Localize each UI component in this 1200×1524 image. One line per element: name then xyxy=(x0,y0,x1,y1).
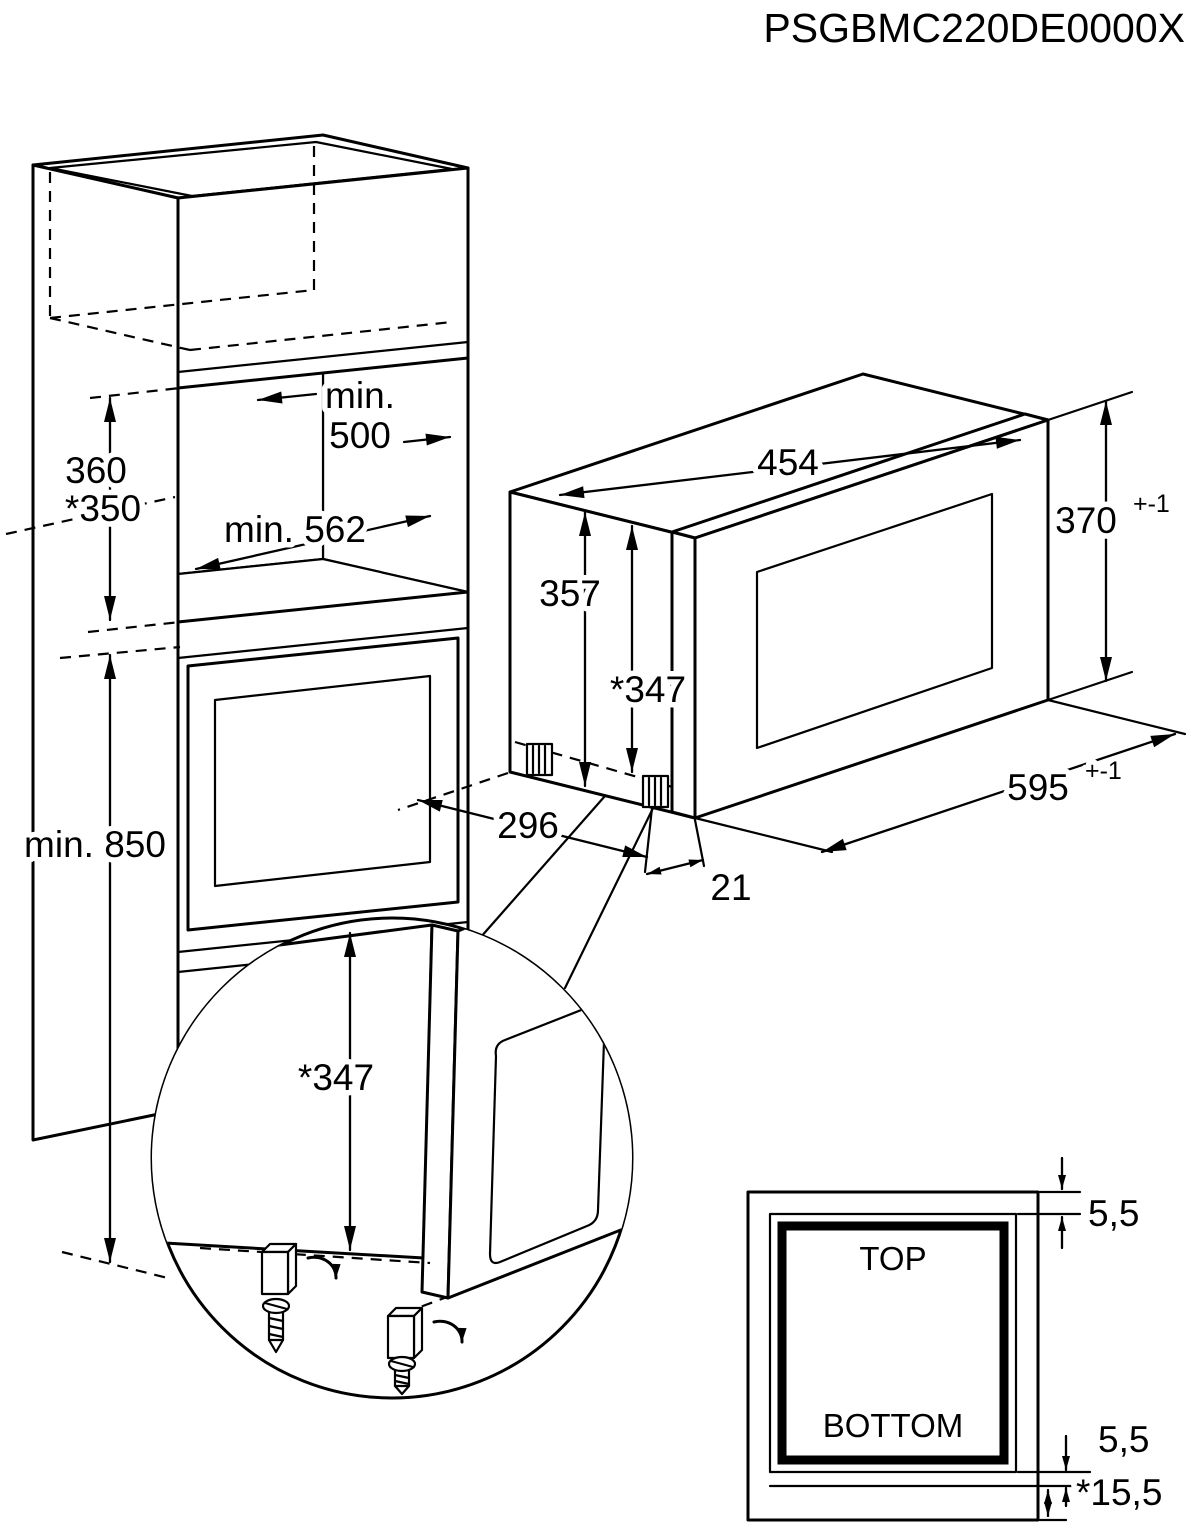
niche-opening xyxy=(176,356,470,624)
screw-icon xyxy=(387,1355,417,1396)
microwave-feet xyxy=(514,740,677,809)
floor-clearance-value: min. 850 xyxy=(24,824,166,865)
detail-height-adjusted-value: *347 xyxy=(298,1057,374,1098)
mounting-detail-circle: *347 xyxy=(150,916,634,1400)
cabinet-top-opening-rim xyxy=(48,140,454,198)
body-height-adjusted-value: *347 xyxy=(610,669,686,710)
front-view-appliance-outline xyxy=(768,1212,1018,1474)
rotation-arrow-icon xyxy=(432,1319,467,1344)
microwave-dimensions: 454 357 *347 370 +-1 595 +-1 296 21 xyxy=(397,390,1187,914)
door-height-tolerance: +-1 xyxy=(1133,490,1170,518)
niche-height-adjusted-value: *350 xyxy=(65,488,141,529)
front-band-line xyxy=(176,340,470,374)
front-view-bottom-gap-adjusted-value: *15,5 xyxy=(1076,1472,1162,1513)
detail-door-window xyxy=(488,1002,607,1265)
body-width-value: 454 xyxy=(757,442,819,483)
niche-width-label: min. xyxy=(325,375,395,416)
fixing-block-left xyxy=(260,1242,298,1296)
door-width-tolerance: +-1 xyxy=(1085,757,1122,785)
niche-depth-value: min. 562 xyxy=(224,509,366,550)
model-code-title: PSGBMC220DE0000X xyxy=(763,5,1185,51)
front-view-top-gap-value: 5,5 xyxy=(1088,1193,1139,1234)
body-height-value: 357 xyxy=(539,573,601,614)
rotation-arrow-icon xyxy=(306,1255,341,1280)
feet-offset-value: 21 xyxy=(710,867,751,908)
cabinet-dimensions: min. 500 min. 562 360 *350 min. 850 xyxy=(5,370,452,1281)
cabinet-hidden-compartment xyxy=(48,146,453,352)
oven-door-window xyxy=(213,674,432,888)
niche-width-value: 500 xyxy=(329,415,391,456)
screw-icon xyxy=(261,1297,291,1354)
niche-height-value: 360 xyxy=(65,450,127,491)
front-view-door-frame xyxy=(777,1221,1009,1465)
door-width-value: 595 xyxy=(1007,767,1069,808)
door-height-value: 370 xyxy=(1055,500,1117,541)
fixing-block-right xyxy=(386,1306,424,1360)
front-view-bottom-gap-value: 5,5 xyxy=(1098,1419,1149,1460)
front-view-drawing: TOP BOTTOM xyxy=(746,1190,1040,1522)
front-view-bottom-label: BOTTOM xyxy=(823,1407,964,1444)
cabinet-left-side xyxy=(31,163,180,1142)
front-view-top-label: TOP xyxy=(859,1240,926,1277)
microwave-door-window xyxy=(755,492,994,750)
front-view-dimensions: 5,5 5,5 *15,5 xyxy=(1016,1156,1168,1522)
oven-top-band xyxy=(176,626,470,660)
feet-inset-depth-value: 296 xyxy=(497,805,559,846)
